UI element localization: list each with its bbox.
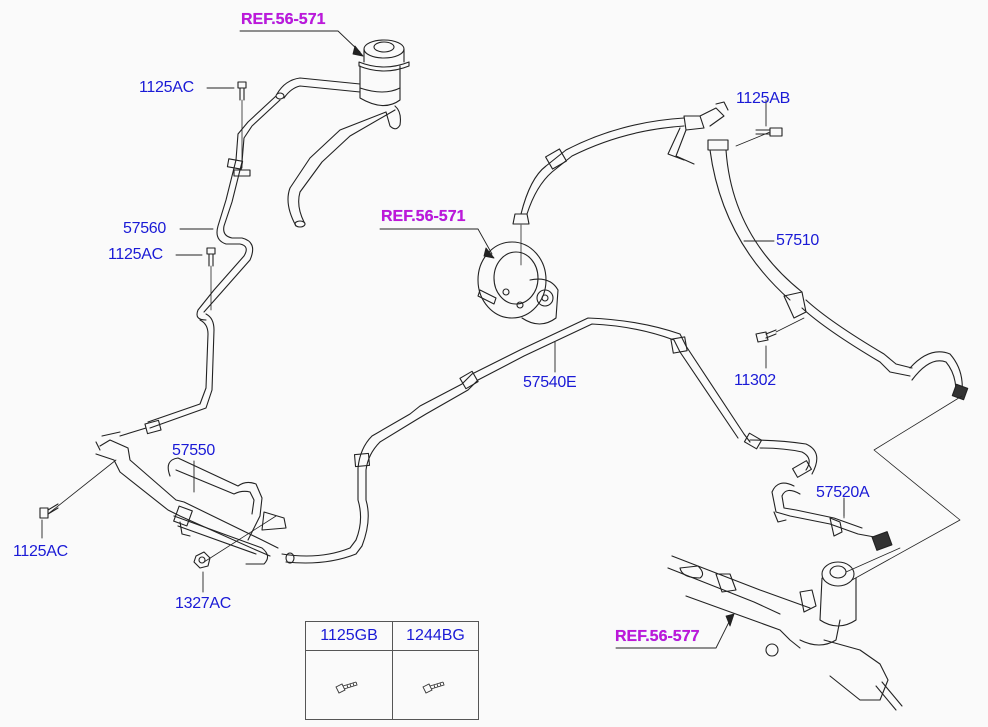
bolt-11302-drawing [755,317,805,343]
ref-label-gear-box[interactable]: REF.56-577 [615,628,700,645]
hose-57510-drawing [520,101,969,401]
bolt-1125ac-top-drawing [233,81,251,177]
part-label-1125ac-bottom[interactable]: 1125AC [13,543,68,560]
part-label-11302[interactable]: 11302 [734,372,776,389]
part-label-57520a[interactable]: 57520A [816,484,870,501]
bolt-icon [335,681,358,694]
fastener-table: 1125GB 1244BG [305,621,479,720]
part-label-1125ab[interactable]: 1125AB [736,90,790,107]
bolt-1125ac-mid-drawing [206,247,216,311]
part-label-1125ac-top[interactable]: 1125AC [139,79,194,96]
cooler-57550-drawing [39,431,287,569]
gear-box-drawing [667,395,963,711]
ref-label-reservoir[interactable]: REF.56-571 [241,11,326,28]
fastener-cell-1125gb [306,651,393,719]
fastener-header-1244bg: 1244BG [393,622,478,651]
reservoir-drawing [275,39,410,228]
bolt-icon [422,681,445,694]
part-label-1125ac-mid[interactable]: 1125AC [108,246,163,263]
fastener-cell-1244bg [393,651,478,719]
part-label-57550[interactable]: 57550 [172,442,215,459]
tube-57540e-drawing [281,317,818,564]
pump-drawing [477,213,559,325]
leader-lines [41,30,845,649]
part-label-57510[interactable]: 57510 [776,232,819,249]
fastener-header-1125gb[interactable]: 1125GB [306,622,393,651]
hose-57560-drawing [119,95,281,437]
part-label-57560[interactable]: 57560 [123,220,166,237]
part-label-1327ac[interactable]: 1327AC [175,595,232,612]
part-label-57540e[interactable]: 57540E [523,374,577,391]
ref-label-pump[interactable]: REF.56-571 [381,208,466,225]
